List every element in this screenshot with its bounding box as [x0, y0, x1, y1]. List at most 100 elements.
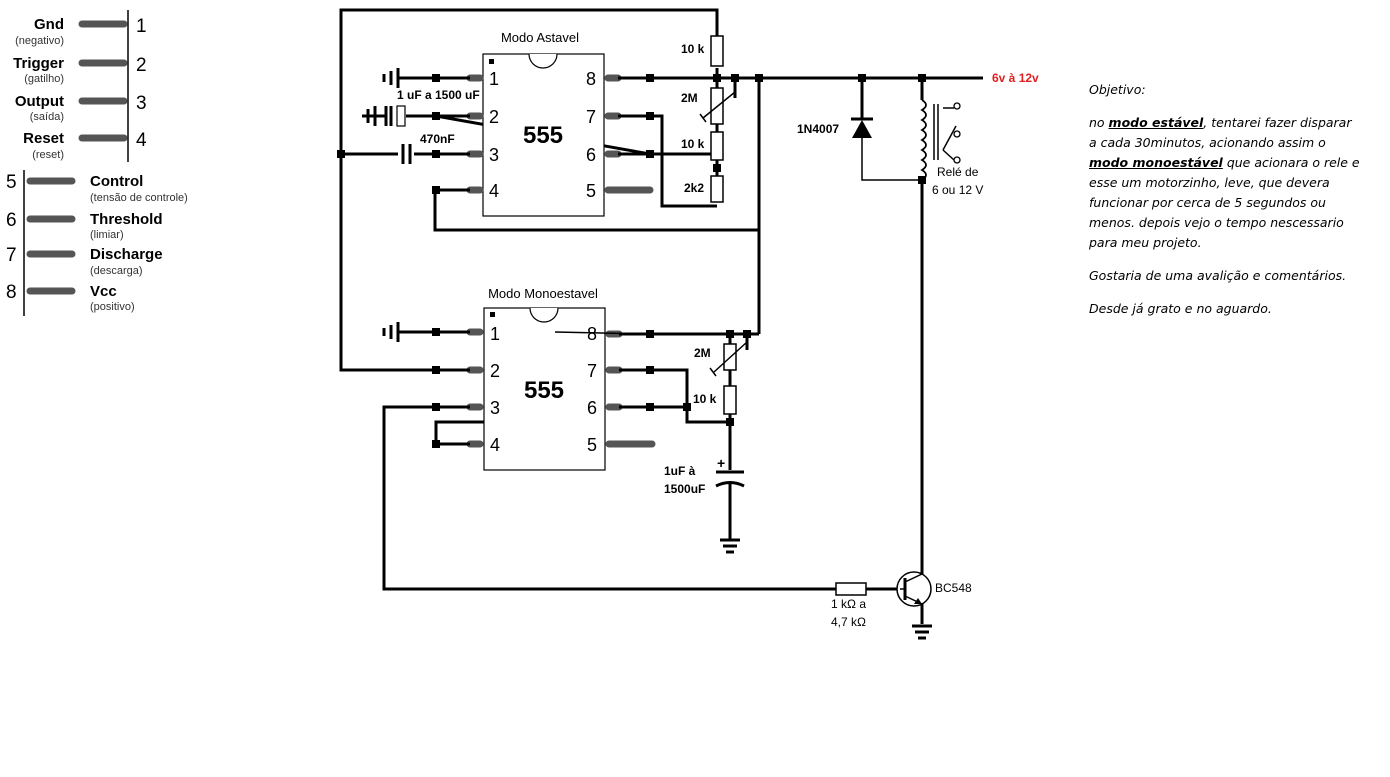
astable-pin-4: 4	[489, 181, 499, 201]
monostable-notch	[529, 307, 559, 323]
pin-number: 8	[6, 282, 17, 303]
pin-name-label: Threshold	[90, 211, 163, 228]
astable-pin-5: 5	[586, 181, 596, 201]
notes-paragraph-3: Desde já grato e no aguardo.	[1089, 301, 1272, 316]
ground-icon	[720, 538, 740, 554]
cap-mono-label-2: 1500uF	[664, 482, 705, 496]
potentiometer-icon	[699, 87, 736, 125]
pin-sub-label: (descarga)	[90, 265, 143, 277]
pinout-threshold: 6 Threshold (limiar)	[6, 210, 163, 241]
emphasis-monostable: modo monoestável	[1089, 155, 1223, 170]
r-top-label: 10 k	[681, 42, 705, 56]
r-mid-label: 10 k	[681, 137, 705, 151]
resistor-icon	[710, 35, 724, 67]
pin-sub-label: (gatilho)	[24, 73, 64, 85]
diode-label: 1N4007	[797, 122, 839, 136]
diode-icon	[851, 117, 873, 138]
potentiometer-icon	[709, 341, 748, 377]
ground-icon	[912, 624, 932, 640]
notes-paragraph-1: no modo estável, tentarei fazer disparar…	[1089, 115, 1360, 250]
wire-outer-loop	[339, 8, 719, 372]
monostable-pin-4: 4	[490, 435, 500, 455]
capacitor-icon	[401, 144, 412, 164]
pin-number: 5	[6, 172, 17, 193]
astable-pin-1: 1	[489, 69, 499, 89]
pin-name-label: Control	[90, 173, 143, 190]
monostable-chip-label: 555	[524, 377, 564, 404]
notes-panel: Objetivo: no modo estável, tentarei faze…	[1089, 80, 1361, 332]
pin-name-label: Trigger	[13, 55, 64, 72]
monostable-chip-body	[483, 307, 606, 471]
r-base-label-2: 4,7 kΩ	[831, 615, 866, 629]
monostable-pin-5: 5	[587, 435, 597, 455]
cap-timing-label: 1 uF a 1500 uF	[397, 88, 480, 102]
wire-mono-discharge	[650, 368, 730, 424]
pin-number: 6	[6, 210, 17, 231]
astable-pins	[440, 74, 654, 194]
ground-icon	[382, 68, 400, 88]
monostable-pin-3: 3	[490, 398, 500, 418]
pin-name-label: Vcc	[90, 283, 117, 300]
astable-chip-label: 555	[523, 122, 563, 149]
resistor-icon	[710, 175, 724, 203]
pin-name-label: Discharge	[90, 246, 163, 263]
supply-label: 6v à 12v	[992, 71, 1039, 85]
pin-number: 1	[136, 16, 147, 37]
transistor-label: BC548	[935, 581, 972, 595]
monostable-pin-1: 1	[490, 324, 500, 344]
pinout-gnd: Gnd (negativo) 1	[15, 16, 147, 47]
resistor-icon	[723, 385, 737, 415]
svg-text:+: +	[717, 455, 725, 471]
pin-sub-label: (saída)	[30, 111, 64, 123]
ground-icon	[382, 322, 400, 342]
relay-label-1: Relé de	[937, 165, 979, 179]
pot-mono-label: 2M	[694, 346, 711, 360]
pinout-reset: Reset (reset) 4	[23, 130, 147, 161]
pin-sub-label: (tensão de controle)	[90, 192, 188, 204]
astable-pin-3: 3	[489, 145, 499, 165]
astable-notch	[528, 53, 558, 69]
wire-astable-discharge	[650, 114, 717, 208]
monostable-pin-7: 7	[587, 361, 597, 381]
astable-title: Modo Astavel	[501, 30, 579, 45]
pin-sub-label: (positivo)	[90, 301, 135, 313]
r-base-label-1: 1 kΩ a	[831, 597, 866, 611]
monostable-555: Modo Monoestavel 555 1 2 3 4 5 6 7 8	[440, 286, 656, 471]
relay-icon	[920, 99, 961, 181]
pin-name-label: Gnd	[34, 16, 64, 33]
pin-name-label: Output	[15, 93, 64, 110]
npn-transistor-icon	[896, 571, 932, 607]
pin-name-label: Reset	[23, 130, 64, 147]
pin-sub-label: (reset)	[32, 149, 64, 161]
pinout-trigger: Trigger (gatilho) 2	[13, 55, 146, 85]
monostable-pin-6: 6	[587, 398, 597, 418]
pinout-discharge: 7 Discharge (descarga)	[6, 245, 163, 277]
electrolytic-capacitor-icon: +	[715, 455, 745, 488]
pin-number: 7	[6, 245, 17, 266]
r-mono-label: 10 k	[693, 392, 717, 406]
notes-paragraph-2: Gostaria de uma avalição e comentários.	[1089, 268, 1347, 283]
pot-astable-label: 2M	[681, 91, 698, 105]
pin-number: 2	[136, 55, 147, 76]
wire-astable-reset	[433, 190, 759, 232]
wiring	[339, 8, 983, 624]
notes-heading: Objetivo:	[1089, 82, 1146, 97]
monostable-pin-2: 2	[490, 361, 500, 381]
electrolytic-capacitor-icon	[362, 105, 406, 127]
monostable-pin-8: 8	[587, 324, 597, 344]
resistor-icon	[835, 582, 867, 596]
astable-555: Modo Astavel 555 1 2 3 4 5 6 7 8	[440, 30, 654, 217]
r-bottom-label: 2k2	[684, 181, 704, 195]
monostable-title: Modo Monoestavel	[488, 286, 598, 301]
pinout-legend: Gnd (negativo) 1 Trigger (gatilho) 2 Out…	[6, 10, 188, 316]
astable-pin-6: 6	[586, 145, 596, 165]
resistor-icon	[710, 131, 724, 161]
pin-number: 3	[136, 93, 147, 114]
astable-pin-7: 7	[586, 107, 596, 127]
astable-pin-2: 2	[489, 107, 499, 127]
pin-sub-label: (limiar)	[90, 229, 124, 241]
pin-sub-label: (negativo)	[15, 35, 64, 47]
pin-number: 4	[136, 130, 147, 151]
cap-control-label: 470nF	[420, 132, 455, 146]
